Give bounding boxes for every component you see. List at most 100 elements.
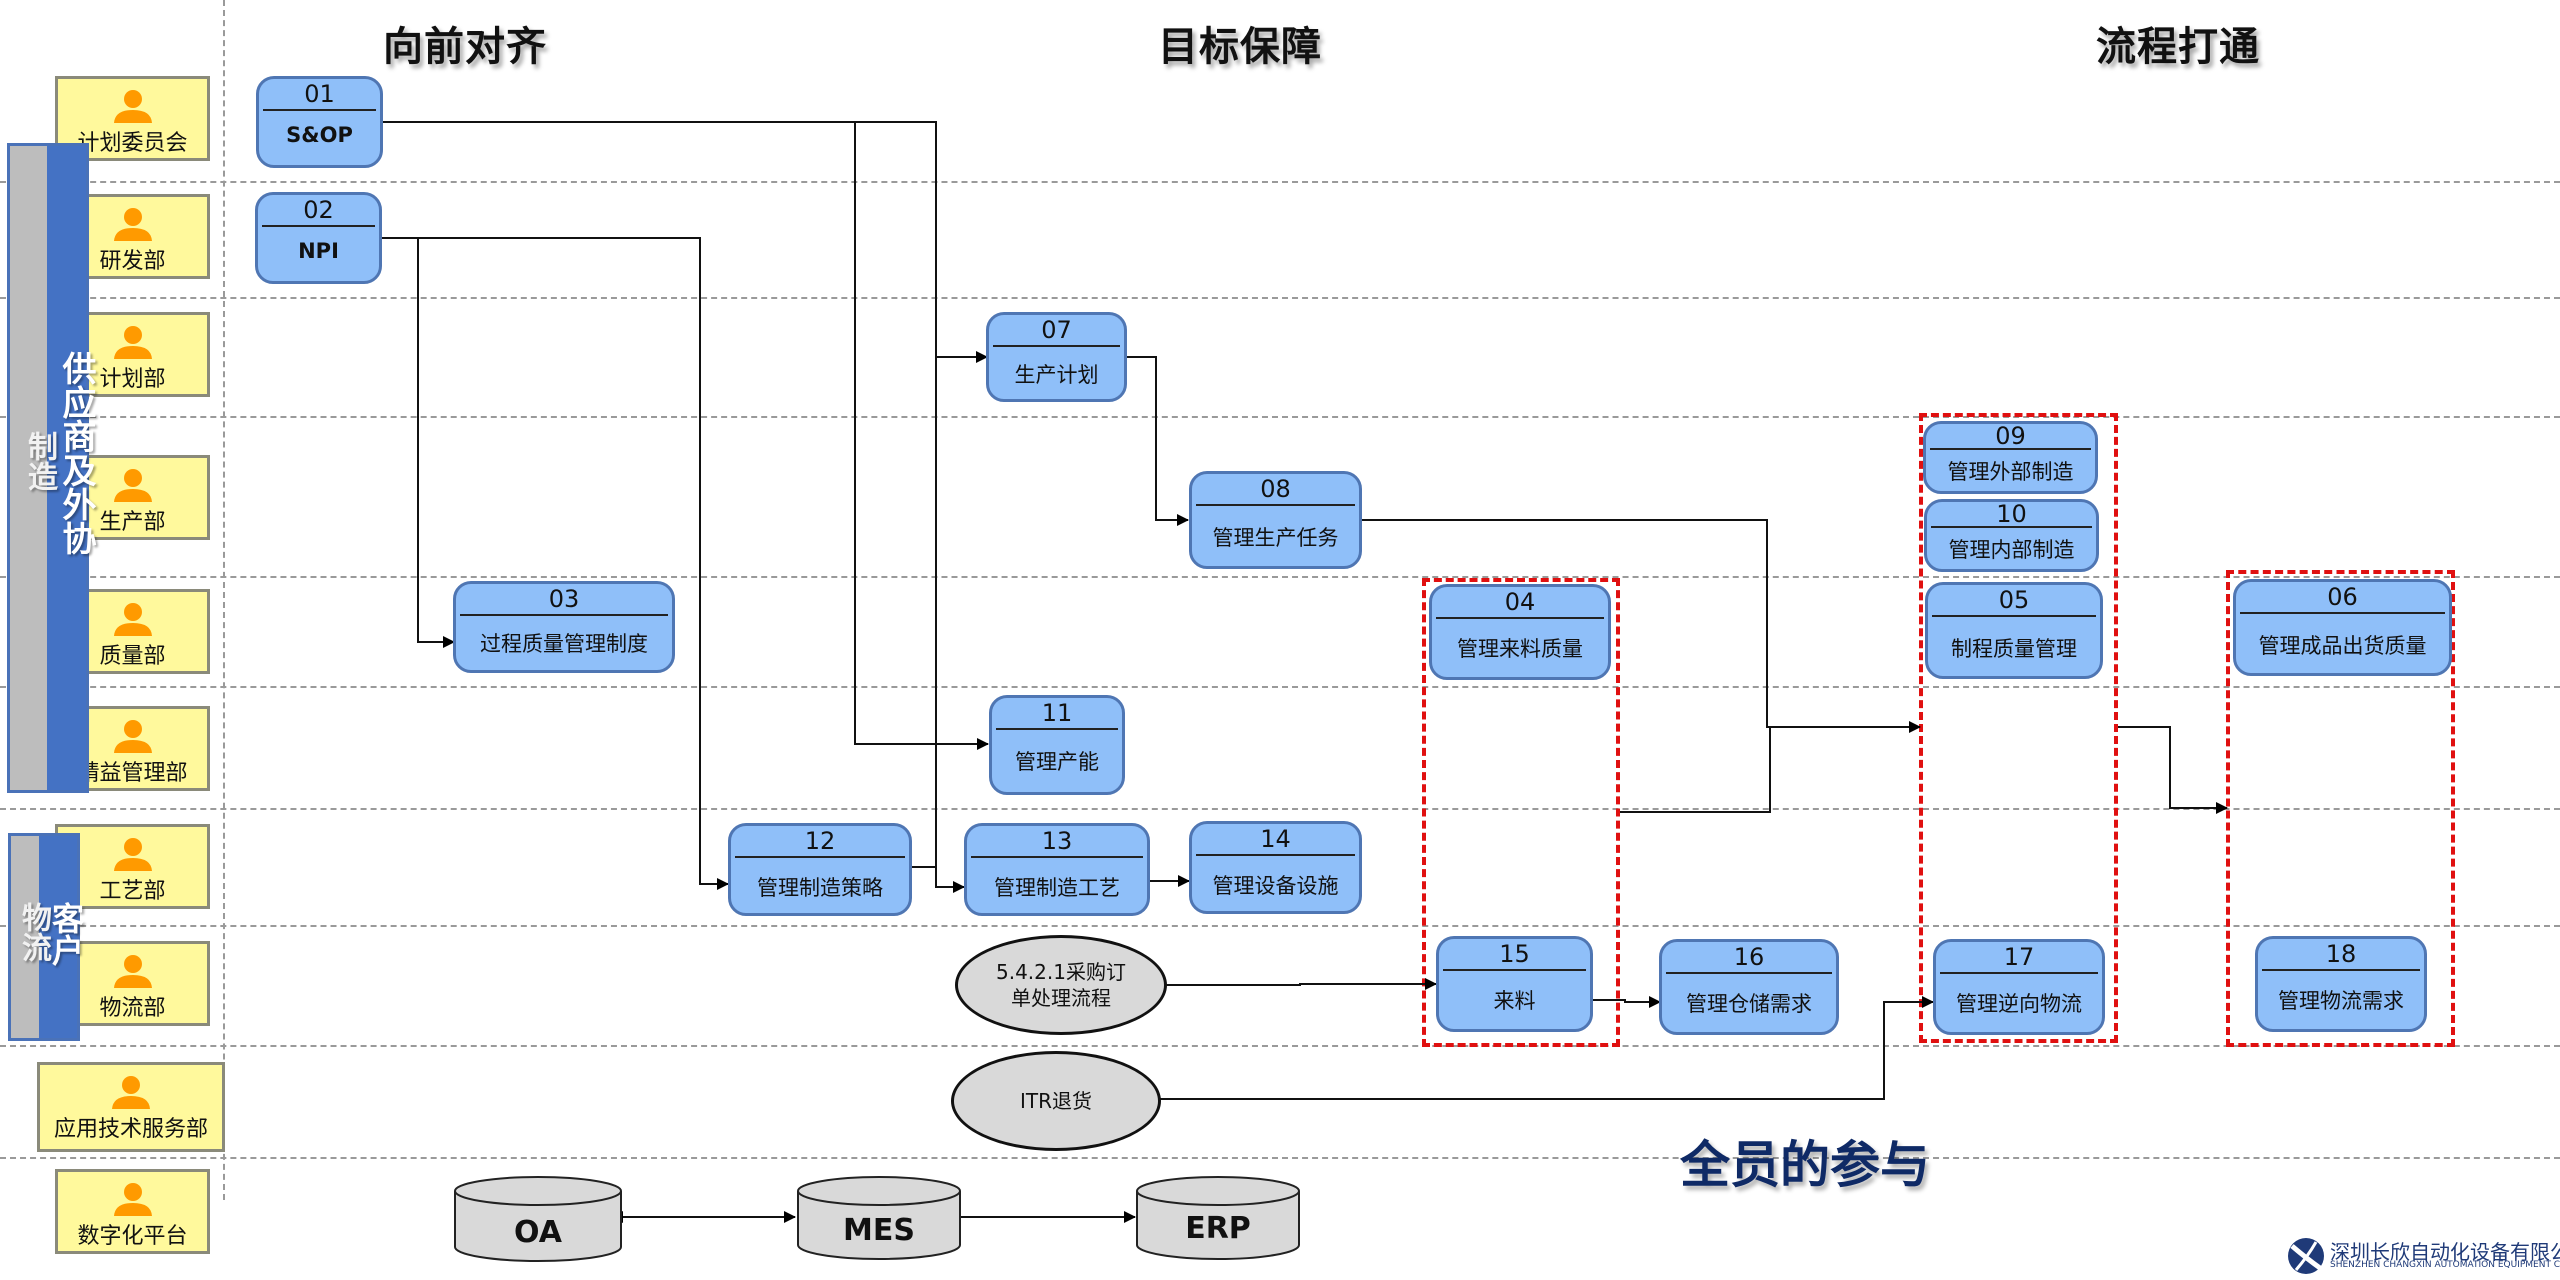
system-mes[interactable]: MES: [796, 1175, 962, 1261]
connector-purchase-to-15: [1164, 978, 1437, 990]
person-icon: [113, 955, 152, 988]
external-process-label: ITR退货: [1019, 1089, 1092, 1113]
process-node-06[interactable]: 06 管理成品出货质量: [2233, 579, 2452, 676]
lane-divider: [0, 181, 2560, 183]
node-number: 16: [1666, 942, 1832, 974]
process-node-11[interactable]: 11 管理产能: [989, 695, 1125, 795]
system-erp[interactable]: ERP: [1135, 1175, 1301, 1261]
node-number: 04: [1436, 587, 1604, 619]
process-node-05[interactable]: 05 制程质量管理: [1925, 582, 2103, 679]
node-label: 管理内部制造: [1948, 538, 2075, 562]
connector-01-to-11: [854, 122, 989, 750]
node-label: 来料: [1493, 989, 1536, 1013]
heading-forward-alignment: 向前对齐: [383, 24, 547, 70]
group-gray-label: 制造: [22, 431, 57, 491]
person-icon: [113, 838, 152, 871]
connector-02-to-03: [379, 237, 455, 648]
node-number: 17: [1940, 942, 2098, 974]
node-label: S&OP: [286, 123, 353, 147]
connector-15-to-16: [1591, 996, 1661, 1008]
highlight-manufacturing-quality: [1919, 413, 2118, 1043]
person-icon: [113, 603, 152, 636]
dept-label: 质量部: [99, 644, 166, 669]
node-label: 管理设备设施: [1212, 874, 1339, 898]
node-label: 管理仓储需求: [1686, 992, 1812, 1016]
process-node-02[interactable]: 02 NPI: [255, 192, 382, 284]
person-icon: [113, 1183, 152, 1216]
lane-divider: [0, 686, 2560, 688]
dept-label: 计划部: [99, 367, 166, 392]
dept-digital-platform: 数字化平台: [55, 1169, 210, 1254]
dept-logistics: 物流部: [55, 941, 210, 1026]
node-number: 15: [1443, 939, 1586, 971]
group-blue-label: 供应商及外协: [56, 351, 96, 555]
connector-05-to-06: [2118, 726, 2228, 814]
highlight-incoming-quality: [1422, 578, 1620, 1047]
lane-divider: [0, 925, 2560, 927]
node-number: 08: [1196, 474, 1355, 506]
node-label: 管理成品出货质量: [2258, 634, 2427, 658]
node-number: 05: [1932, 585, 2096, 617]
process-node-07[interactable]: 07 生产计划: [986, 312, 1127, 402]
process-node-17[interactable]: 17 管理逆向物流: [1933, 939, 2105, 1035]
group-logistics-customers: 物流 客户: [8, 833, 85, 1041]
company-name-cn: 深圳长欣自动化设备有限公司: [2330, 1240, 2560, 1264]
lane-divider: [0, 297, 2560, 299]
system-label: ERP: [1185, 1211, 1251, 1246]
process-node-18[interactable]: 18 管理物流需求: [2255, 936, 2427, 1032]
highlight-shipping-quality: [2226, 570, 2455, 1047]
external-process-purchase-order[interactable]: 5.4.2.1采购订单处理流程: [955, 935, 1167, 1035]
database-icon: [797, 1176, 961, 1260]
database-icon: [454, 1176, 622, 1262]
node-number: 01: [263, 79, 376, 111]
external-process-label: 5.4.2.1采购订单处理流程: [996, 960, 1126, 1010]
database-icon: [1136, 1176, 1300, 1260]
node-number: 10: [1931, 502, 2092, 528]
connector-itr-to-17: [1160, 996, 1934, 1100]
process-node-12[interactable]: 12 管理制造策略: [728, 823, 912, 916]
system-oa[interactable]: OA: [453, 1175, 623, 1263]
node-number: 06: [2240, 582, 2445, 614]
node-number: 02: [262, 195, 375, 227]
lane-divider: [0, 1045, 2560, 1047]
connector-04-to-05: [1620, 727, 1771, 813]
process-node-08[interactable]: 08 管理生产任务: [1189, 471, 1362, 569]
connector-07-to-08: [1126, 356, 1189, 526]
connector-01-to-07: [381, 121, 988, 363]
heading-process-connection: 流程打通: [2096, 24, 2260, 70]
node-number: 07: [993, 315, 1120, 347]
person-icon: [113, 90, 152, 123]
process-node-10[interactable]: 10 管理内部制造: [1924, 499, 2099, 572]
lane-divider: [0, 416, 2560, 418]
process-node-16[interactable]: 16 管理仓储需求: [1659, 939, 1839, 1035]
heading-goal-assurance: 目标保障: [1158, 24, 1322, 70]
company-logo-icon: [2288, 1238, 2324, 1274]
dept-label: 应用技术服务部: [53, 1117, 208, 1142]
connector-08-to-05: [1362, 519, 1921, 733]
process-node-04[interactable]: 04 管理来料质量: [1429, 584, 1611, 680]
node-label: 管理生产任务: [1212, 526, 1339, 550]
group-gray-label: 物流: [16, 902, 51, 962]
process-node-09[interactable]: 09 管理外部制造: [1923, 421, 2098, 494]
node-label: 制程质量管理: [1951, 637, 2077, 661]
process-node-03[interactable]: 03 过程质量管理制度: [453, 581, 675, 673]
system-label: OA: [514, 1215, 562, 1250]
company-logo: 深圳长欣自动化设备有限公司 SHENZHEN CHANGXIN AUTOMATI…: [2286, 1236, 2560, 1278]
lane-divider: [0, 1157, 2560, 1159]
process-node-14[interactable]: 14 管理设备设施: [1189, 821, 1362, 914]
node-number: 12: [735, 826, 905, 858]
node-label: 管理制造工艺: [994, 876, 1120, 900]
external-process-itr-return[interactable]: ITR退货: [951, 1051, 1161, 1151]
process-node-13[interactable]: 13 管理制造工艺: [964, 823, 1150, 916]
node-label: 管理物流需求: [2278, 989, 2404, 1013]
node-label: 管理制造策略: [757, 876, 883, 900]
node-number: 18: [2262, 939, 2420, 971]
node-label: 管理来料质量: [1457, 637, 1583, 661]
node-number: 03: [460, 584, 668, 616]
dept-label: 计划委员会: [77, 131, 188, 156]
process-node-01[interactable]: 01 S&OP: [256, 76, 383, 168]
dept-label: 生产部: [99, 510, 166, 535]
group-blue-label: 客户: [47, 902, 85, 966]
node-label: 管理逆向物流: [1956, 992, 2082, 1016]
process-node-15[interactable]: 15 来料: [1436, 936, 1593, 1032]
